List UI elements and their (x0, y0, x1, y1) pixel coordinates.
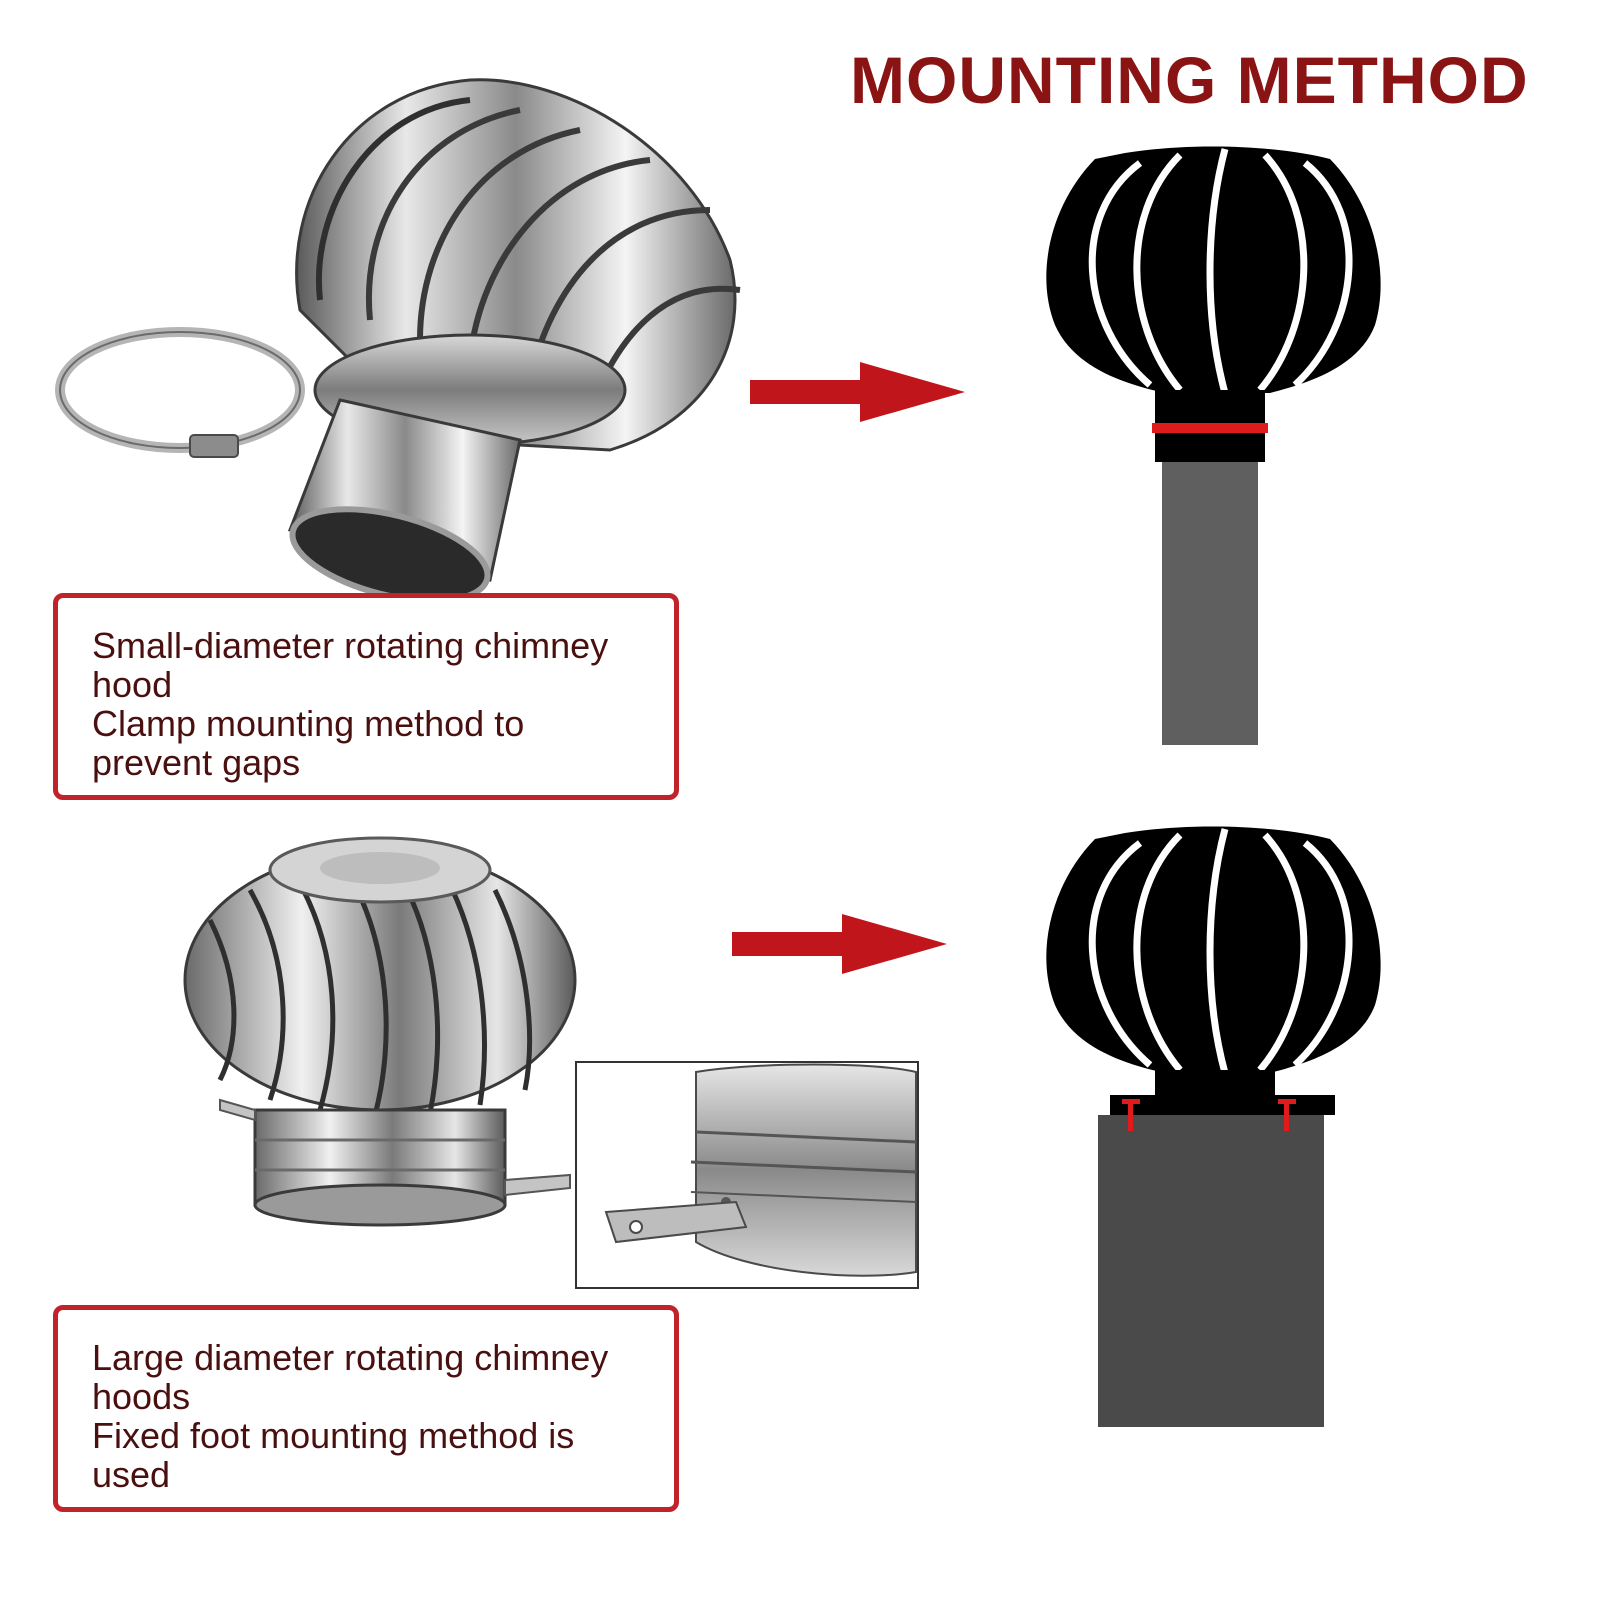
hose-clamp (55, 327, 305, 458)
small-chimney-hood-image (55, 78, 741, 604)
fixed-foot-detail-image (575, 1061, 919, 1289)
pipe (1162, 462, 1258, 745)
caption-line: hood (92, 664, 173, 705)
caption-box-large: Large diameter rotating chimney hoods Fi… (53, 1305, 679, 1512)
mounting-feet (1110, 1095, 1335, 1115)
foot-mount-diagram (1046, 826, 1381, 1427)
caption-line: Large diameter rotating chimney (92, 1337, 609, 1378)
large-turbine-ventilator-image (183, 836, 577, 1227)
caption-line: Clamp mounting method to (92, 703, 525, 744)
caption-line: Small-diameter rotating chimney (92, 625, 609, 666)
hood-spigot (287, 398, 522, 604)
caption-line: Fixed foot mounting method is (92, 1415, 575, 1456)
arrow-right-icon (750, 362, 965, 422)
caption-line: used (92, 1454, 171, 1495)
caption-box-small: Small-diameter rotating chimney hood Cla… (53, 593, 679, 800)
clamp-band (1152, 423, 1268, 433)
chimney-base (1098, 1115, 1324, 1427)
clamp-mount-diagram (1046, 146, 1381, 745)
caption-line: hoods (92, 1376, 191, 1417)
arrow-right-icon (732, 914, 947, 974)
caption-line: prevent gaps (92, 742, 301, 783)
page-title: MOUNTING METHOD (850, 43, 1529, 117)
